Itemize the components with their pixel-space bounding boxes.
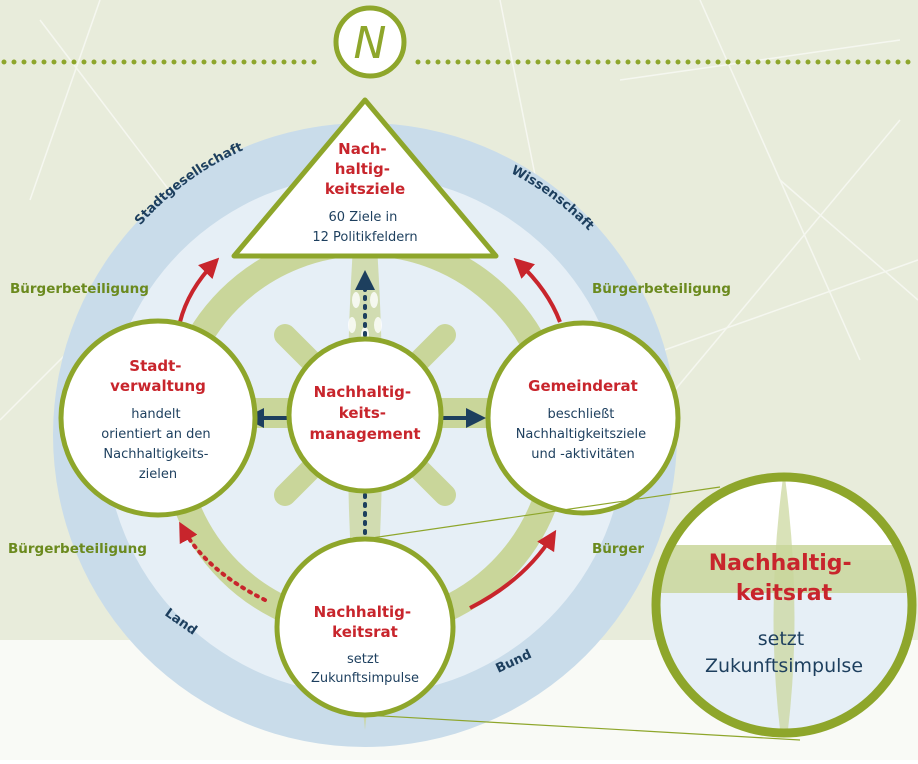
rat-description: setzt Zukunftsimpulse <box>311 652 419 686</box>
arrow-bottom-to-right <box>469 529 557 610</box>
goals-description: 60 Ziele in 12 Politikfeldern <box>312 210 417 245</box>
zoom-title: Nachhaltig- keitsrat <box>709 551 860 606</box>
arrow-left-to-top <box>178 257 220 323</box>
buergerbeteiligung-bottom-left: Bürgerbeteiligung <box>8 541 147 557</box>
gemeinderat-title: Gemeinderat <box>528 377 638 395</box>
arrow-right-to-top <box>513 257 562 323</box>
gemeinderat-description: beschließt Nachhaltigkeitsziele und -akt… <box>516 407 651 462</box>
buergerbeteiligung-top-right: Bürgerbeteiligung <box>592 281 731 297</box>
buergerbeteiligung-bottom-right: Bürger <box>592 541 644 557</box>
logo-circle <box>333 5 407 79</box>
zoom-circle <box>651 472 917 738</box>
management-title: Nachhaltig- keits- management <box>309 383 420 443</box>
goals-triangle <box>231 97 499 259</box>
buergerbeteiligung-top-left: Bürgerbeteiligung <box>10 281 149 297</box>
management-circle <box>286 336 444 494</box>
zoom-line-bottom <box>364 714 801 741</box>
stadtverwaltung-description: handelt orientiert an den Nachhaltigkeit… <box>101 407 214 482</box>
zoom-description: setzt Zukunftsimpulse <box>705 628 863 677</box>
stadtverwaltung-circle <box>58 318 258 518</box>
goals-title: Nach- haltig- keitsziele <box>325 140 405 198</box>
rat-title: Nachhaltig- keitsrat <box>314 603 417 641</box>
stadtverwaltung-title: Stadt- verwaltung <box>110 357 206 395</box>
zoom-line-top <box>364 486 721 540</box>
gemeinderat-circle <box>485 320 681 516</box>
logo-letter: N <box>354 18 387 69</box>
